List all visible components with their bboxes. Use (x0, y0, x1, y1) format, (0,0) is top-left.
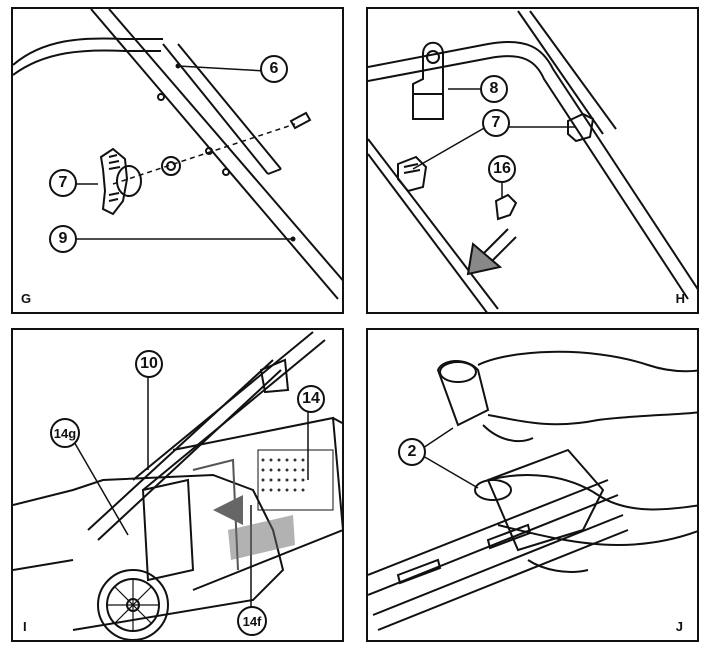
panel-j: 2 J (366, 328, 699, 642)
callout-14f: 14f (237, 606, 267, 636)
panel-h: 8 7 16 H (366, 7, 699, 314)
callout-14: 14 (297, 385, 325, 413)
callout-6: 6 (260, 55, 288, 83)
panel-letter-g: G (21, 291, 32, 306)
callout-16: 16 (488, 155, 516, 183)
callout-7: 7 (49, 169, 77, 197)
panel-i-illustration (13, 331, 342, 640)
panel-g-illustration (13, 9, 342, 300)
callout-9: 9 (49, 225, 77, 253)
panel-letter-i: I (23, 619, 27, 634)
callout-2: 2 (398, 438, 426, 466)
callout-7: 7 (482, 109, 510, 137)
callout-10: 10 (135, 350, 163, 378)
panel-j-illustration (368, 350, 697, 631)
callout-8: 8 (480, 75, 508, 103)
panel-h-illustration (368, 10, 697, 312)
panel-i: 10 14 14g 14f I (11, 328, 344, 642)
panel-g: 6 7 9 G (11, 7, 344, 314)
panel-letter-j: J (675, 619, 683, 634)
panel-letter-h: H (675, 291, 685, 306)
callout-14g: 14g (50, 418, 80, 448)
